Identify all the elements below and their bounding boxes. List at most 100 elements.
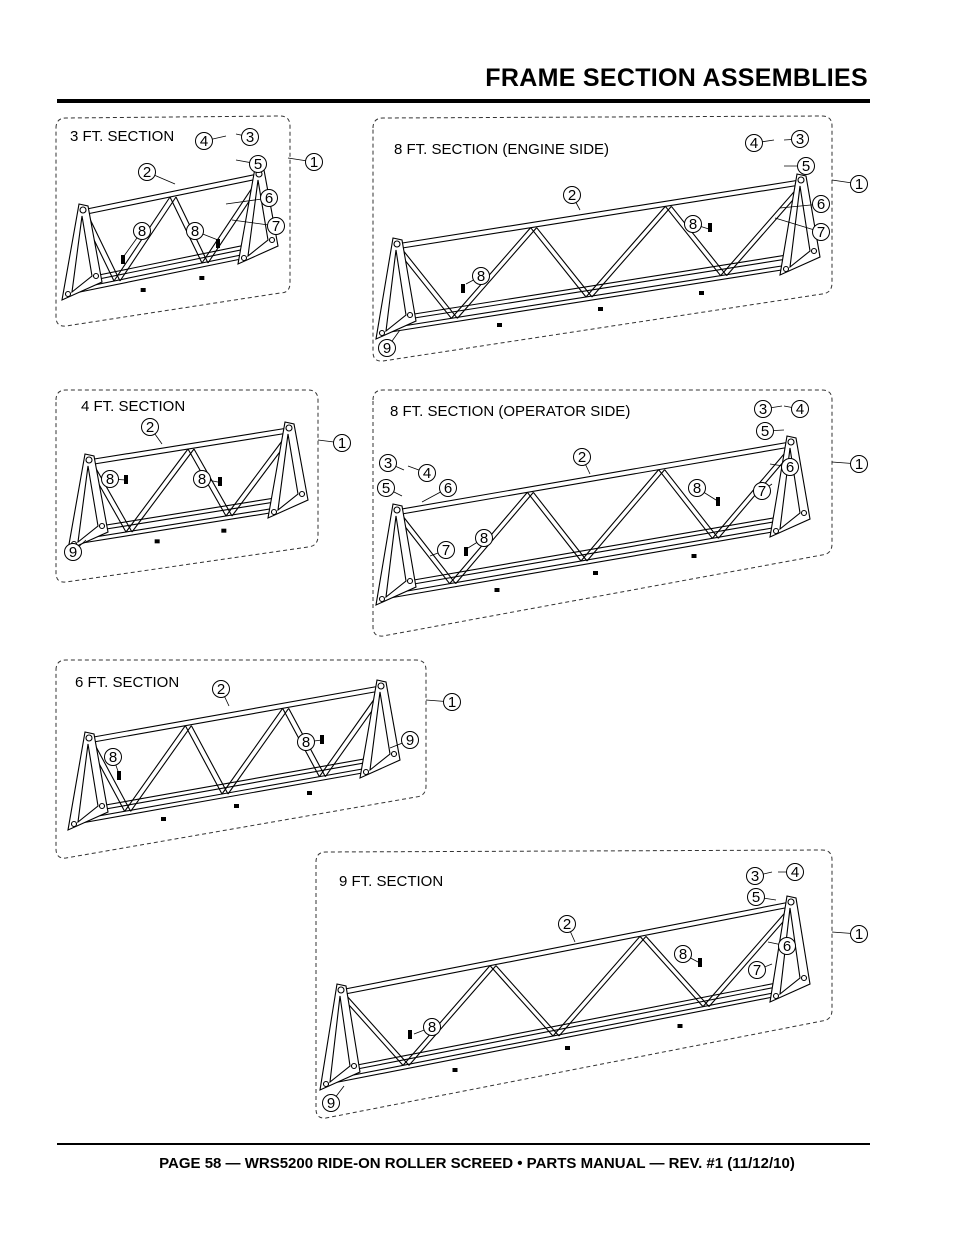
callout-number: 6 (444, 480, 452, 497)
section-box-9ft (315, 849, 833, 1119)
callout-9: 9 (322, 1085, 345, 1112)
callout-number: 1 (338, 435, 346, 452)
page-title: FRAME SECTION ASSEMBLIES (485, 64, 868, 92)
bolt-part (408, 1030, 412, 1039)
footer-rule (57, 1143, 870, 1145)
callout-number: 3 (796, 131, 804, 148)
page-footer: PAGE 58 — WRS5200 RIDE-ON ROLLER SCREED … (159, 1155, 795, 1172)
callout-number: 4 (423, 465, 431, 482)
callout-7: 7 (753, 482, 773, 500)
callout-8: 8 (297, 733, 323, 751)
callout-9: 9 (64, 539, 87, 561)
bolt-part (464, 547, 468, 556)
callout-5: 5 (377, 479, 403, 497)
callout-8: 8 (674, 945, 699, 963)
bolt-part (698, 958, 702, 967)
callout-1: 1 (831, 925, 868, 943)
section-box-6ft (55, 659, 427, 859)
callout-1: 1 (317, 434, 351, 452)
callout-number: 2 (563, 916, 571, 933)
callout-number: 1 (448, 694, 456, 711)
callout-number: 8 (198, 471, 206, 488)
callout-7: 7 (231, 217, 285, 235)
callout-2: 2 (573, 448, 591, 475)
callout-1: 1 (425, 693, 461, 711)
callout-2: 2 (212, 680, 230, 707)
callout-3: 3 (754, 400, 783, 418)
callout-number: 4 (791, 864, 799, 881)
callout-number: 7 (442, 542, 450, 559)
callout-number: 7 (817, 224, 825, 241)
section-label: 4 FT. SECTION (81, 398, 185, 415)
callout-number: 6 (265, 190, 273, 207)
callout-2: 2 (141, 418, 163, 445)
callout-1: 1 (831, 175, 868, 193)
callout-6: 6 (767, 937, 796, 955)
callout-4: 4 (778, 863, 804, 881)
callout-4: 4 (407, 464, 436, 482)
callout-8: 8 (467, 529, 493, 549)
callout-number: 8 (679, 946, 687, 963)
callout-number: 8 (480, 530, 488, 547)
callout-4: 4 (783, 400, 809, 418)
callout-number: 6 (817, 196, 825, 213)
callout-8: 8 (101, 470, 127, 488)
callout-number: 1 (310, 154, 318, 171)
section-label: 6 FT. SECTION (75, 674, 179, 691)
callout-number: 8 (109, 749, 117, 766)
callout-number: 2 (143, 164, 151, 181)
callout-6: 6 (225, 189, 278, 207)
frame-8ft-operator (375, 435, 811, 606)
callout-number: 8 (138, 223, 146, 240)
callout-number: 7 (758, 483, 766, 500)
callout-8: 8 (123, 222, 151, 257)
callout-9: 9 (389, 731, 419, 749)
section-label: 8 FT. SECTION (ENGINE SIDE) (394, 141, 609, 158)
callout-number: 2 (217, 681, 225, 698)
callout-number: 7 (272, 218, 280, 235)
callout-number: 8 (302, 734, 310, 751)
callout-number: 4 (796, 401, 804, 418)
callout-5: 5 (756, 422, 785, 440)
bolt-part (121, 255, 125, 264)
callout-number: 8 (477, 268, 485, 285)
callout-number: 9 (383, 340, 391, 357)
callout-number: 8 (689, 216, 697, 233)
section-label: 8 FT. SECTION (OPERATOR SIDE) (390, 403, 630, 420)
callout-8: 8 (684, 215, 713, 233)
bolt-part (218, 477, 222, 486)
callout-8: 8 (465, 267, 490, 285)
bolt-part (216, 239, 220, 248)
bolt-part (320, 735, 324, 744)
callout-number: 2 (568, 187, 576, 204)
callout-2: 2 (563, 186, 581, 211)
callout-7: 7 (774, 217, 830, 241)
callout-4: 4 (745, 134, 775, 152)
callout-6: 6 (769, 458, 799, 476)
callout-number: 9 (69, 544, 77, 561)
frame-8ft-engine (375, 173, 821, 340)
callout-8: 8 (193, 470, 219, 488)
frame-4ft (67, 421, 309, 551)
callout-number: 3 (751, 868, 759, 885)
callout-number: 8 (191, 223, 199, 240)
bolt-part (124, 475, 128, 484)
callout-5: 5 (747, 888, 777, 906)
callout-8: 8 (413, 1018, 441, 1036)
callout-7: 7 (748, 961, 773, 979)
callout-number: 8 (106, 471, 114, 488)
callout-number: 3 (246, 129, 254, 146)
callout-number: 4 (750, 135, 758, 152)
callout-3: 3 (746, 867, 773, 885)
callout-3: 3 (783, 130, 809, 148)
callout-number: 4 (200, 133, 208, 150)
callout-number: 9 (406, 732, 414, 749)
bolt-part (117, 771, 121, 780)
callout-number: 1 (855, 176, 863, 193)
callout-number: 5 (752, 889, 760, 906)
callout-number: 5 (802, 158, 810, 175)
callout-2: 2 (558, 915, 576, 943)
callout-number: 2 (578, 449, 586, 466)
callout-7: 7 (429, 541, 455, 559)
callout-number: 5 (761, 423, 769, 440)
